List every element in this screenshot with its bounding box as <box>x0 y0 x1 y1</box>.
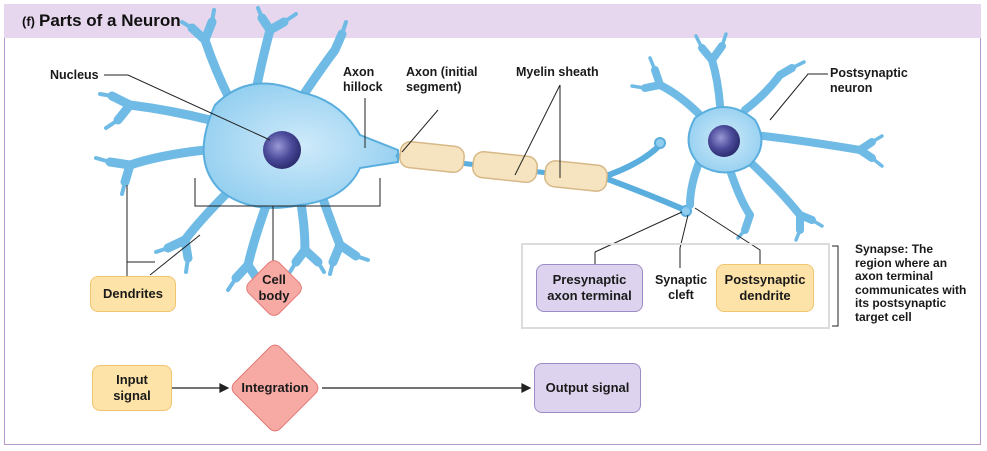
label-axon-hillock-line1: Axon <box>343 65 375 79</box>
cell-body-line1: Cell <box>262 272 286 287</box>
cell-body-line2: body <box>258 288 290 303</box>
synapse-bracket-box <box>521 243 830 329</box>
myelin-segments <box>399 140 608 192</box>
figure-title: (f) Parts of a Neuron <box>22 11 181 31</box>
postsynaptic-nucleus <box>708 125 740 157</box>
integration-label: Integration <box>241 380 309 395</box>
label-axon-initial-line2: segment) <box>406 80 462 94</box>
synapse-def-line: axon terminal <box>855 269 934 283</box>
integration-diamond: Integration <box>228 341 322 435</box>
label-postsynaptic-neuron-line2: neuron <box>830 81 873 95</box>
synapse-def-line: Synapse: The <box>855 242 934 256</box>
input-line1: Input <box>116 372 148 387</box>
output-signal-box: Output signal <box>534 363 641 413</box>
label-synaptic-cleft-line1: Synaptic <box>654 273 708 287</box>
synapse-def-line: communicates with <box>855 282 967 297</box>
synapse-def-line: target cell <box>855 309 912 324</box>
postsynaptic-dendrite-line2: dendrite <box>739 288 791 303</box>
synapse-definition: Synapse: The region where an axon termin… <box>855 242 987 324</box>
presynaptic-line2: axon terminal <box>547 288 632 303</box>
presynaptic-line1: Presynaptic <box>552 272 627 287</box>
figure-header <box>4 4 981 38</box>
label-nucleus: Nucleus <box>50 68 99 82</box>
label-axon-hillock-line2: hillock <box>343 80 383 94</box>
presynaptic-nucleus <box>263 131 301 169</box>
postsynaptic-dendrites <box>641 42 876 234</box>
label-myelin-sheath: Myelin sheath <box>516 65 599 79</box>
label-postsynaptic-neuron-line1: Postsynaptic <box>830 66 908 80</box>
synapse-def-line: its postsynaptic <box>855 296 947 310</box>
flow-arrows <box>172 383 532 393</box>
label-axon-initial-line1: Axon (initial <box>406 65 478 79</box>
figure-title-text: Parts of a Neuron <box>39 11 181 30</box>
figure-label: (f) <box>22 14 35 29</box>
leader-lines <box>104 73 839 327</box>
presynaptic-soma <box>202 82 399 209</box>
input-line2: signal <box>113 388 151 403</box>
label-synaptic-cleft-line2: cleft <box>668 288 694 302</box>
dendrites-box: Dendrites <box>90 276 176 312</box>
synapse-def-line: region where an <box>855 255 948 270</box>
postsynaptic-dendrite-line1: Postsynaptic <box>724 272 806 287</box>
